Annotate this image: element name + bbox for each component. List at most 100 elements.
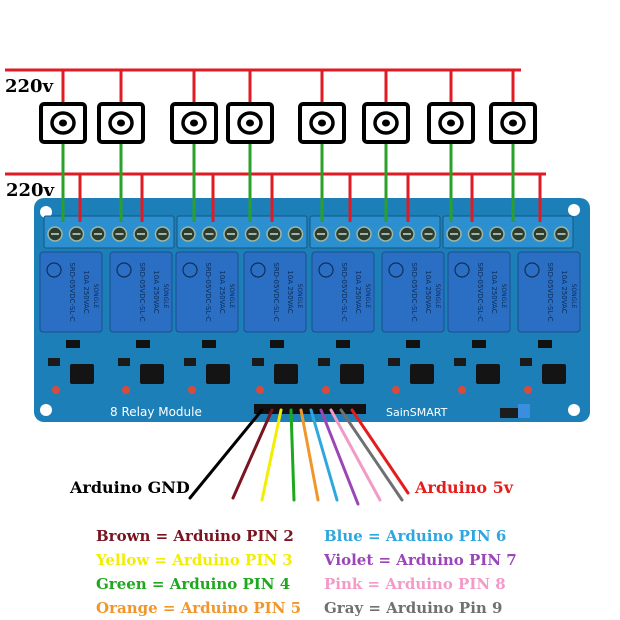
socket-pin	[318, 119, 326, 127]
optocoupler	[340, 364, 364, 384]
relay-model-text: SRD-05VDC-SL-C	[546, 262, 554, 321]
optocoupler	[274, 364, 298, 384]
relay-logo	[388, 262, 404, 278]
relay-model-text: SRD-05VDC-SL-C	[340, 262, 348, 321]
status-led	[256, 386, 264, 394]
board-brand: SainSMART	[386, 406, 448, 419]
socket-pin	[509, 119, 517, 127]
relay-model-text: SRD-05VDC-SL-C	[410, 262, 418, 321]
legend-item: Violet = Arduino PIN 7	[323, 551, 517, 569]
relay-brand-text: SONGLE	[228, 284, 235, 309]
relay-body	[109, 251, 173, 333]
relay-model-text: SRD-05VDC-SL-C	[272, 262, 280, 321]
relay-rating-text: 10A 250VAC	[560, 270, 568, 313]
legend-item: Green = Arduino PIN 4	[96, 575, 290, 593]
transistor	[520, 358, 532, 366]
relay-rating-text: 10A 250VAC	[354, 270, 362, 313]
diode	[136, 340, 150, 348]
socket-pin	[447, 119, 455, 127]
relay-rating-text: 10A 250VAC	[490, 270, 498, 313]
status-led	[122, 386, 130, 394]
diode	[538, 340, 552, 348]
mount-hole	[40, 206, 52, 218]
mount-hole	[568, 404, 580, 416]
socket-pin	[382, 119, 390, 127]
relay-body	[447, 251, 511, 333]
gnd-wire	[188, 408, 264, 500]
diode	[202, 340, 216, 348]
terminal-block	[176, 215, 308, 249]
status-led	[188, 386, 196, 394]
relay-brand-text: SONGLE	[296, 284, 303, 309]
relay-brand-text: SONGLE	[434, 284, 441, 309]
diode	[270, 340, 284, 348]
relay-model-text: SRD-05VDC-SL-C	[138, 262, 146, 321]
legend-item: Blue = Arduino PIN 6	[324, 527, 506, 545]
transistor	[318, 358, 330, 366]
relay-rating-text: 10A 250VAC	[424, 270, 432, 313]
legend-item: Pink = Arduino PIN 8	[324, 575, 506, 593]
diode	[66, 340, 80, 348]
relay-logo	[250, 262, 266, 278]
transistor	[252, 358, 264, 366]
legend-item: Orange = Arduino PIN 5	[96, 599, 301, 617]
mount-hole	[40, 404, 52, 416]
brown-wire	[231, 408, 274, 500]
relay-body	[311, 251, 375, 333]
board-title: 8 Relay Module	[110, 405, 202, 419]
status-led	[458, 386, 466, 394]
relay-brand-text: SONGLE	[364, 284, 371, 309]
relay-rating-text: 10A 250VAC	[152, 270, 160, 313]
relay-brand-text: SONGLE	[500, 284, 507, 309]
socket-pin	[190, 119, 198, 127]
socket-pin	[117, 119, 125, 127]
optocoupler	[206, 364, 230, 384]
relay-logo	[318, 262, 334, 278]
transistor	[388, 358, 400, 366]
relay-brand-text: SONGLE	[162, 284, 169, 309]
blue-wire	[309, 408, 339, 502]
status-led	[392, 386, 400, 394]
relay-logo	[116, 262, 132, 278]
green-wire	[289, 408, 296, 502]
relay-logo	[46, 262, 62, 278]
orange-wire	[299, 408, 320, 502]
relay-rating-text: 10A 250VAC	[218, 270, 226, 313]
transistor	[454, 358, 466, 366]
relay-body	[517, 251, 581, 333]
optocoupler	[542, 364, 566, 384]
relay-model-text: SRD-05VDC-SL-C	[476, 262, 484, 321]
violet-wire	[319, 408, 360, 506]
terminal-block	[442, 215, 574, 249]
transistor	[48, 358, 60, 366]
transistor	[184, 358, 196, 366]
status-led	[524, 386, 532, 394]
ac-mid-voltage-label: 220v	[6, 180, 55, 201]
diode	[406, 340, 420, 348]
status-led	[322, 386, 330, 394]
terminal-block	[309, 215, 441, 249]
status-led	[52, 386, 60, 394]
optocoupler	[410, 364, 434, 384]
relay-brand-text: SONGLE	[92, 284, 99, 309]
relay-rating-text: 10A 250VAC	[286, 270, 294, 313]
ac-top-voltage-label: 220v	[5, 76, 54, 97]
arduino-5v-label: Arduino 5v	[414, 478, 514, 497]
vcc-wire	[350, 408, 410, 495]
socket-pin	[59, 119, 67, 127]
mount-hole	[568, 204, 580, 216]
arduino-gnd-label: Arduino GND	[69, 478, 190, 497]
vcc-jumper	[500, 404, 530, 418]
legend-item: Brown = Arduino PIN 2	[96, 527, 294, 545]
diode	[336, 340, 350, 348]
relay-body	[39, 251, 103, 333]
relay-body	[381, 251, 445, 333]
gray-wire	[339, 408, 404, 502]
yellow-wire	[260, 408, 283, 502]
pink-wire	[329, 408, 382, 502]
socket-pin	[246, 119, 254, 127]
optocoupler	[70, 364, 94, 384]
legend-item: Yellow = Arduino PIN 3	[95, 551, 293, 569]
relay-model-text: SRD-05VDC-SL-C	[204, 262, 212, 321]
